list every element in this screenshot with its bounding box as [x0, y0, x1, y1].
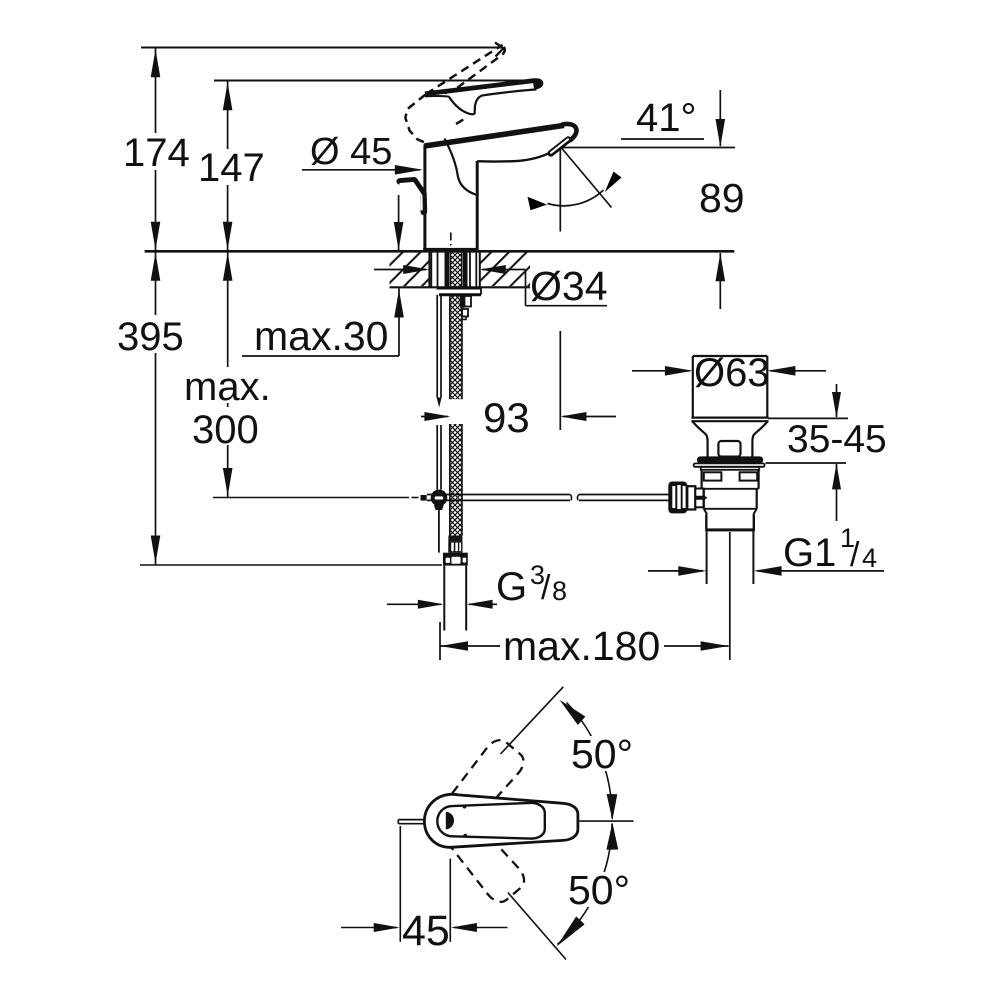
svg-text:/: / — [850, 536, 860, 574]
svg-text:395: 395 — [117, 315, 184, 359]
svg-text:8: 8 — [552, 576, 567, 606]
svg-text:max.180: max.180 — [503, 623, 660, 669]
svg-text:max.: max. — [184, 365, 271, 409]
svg-text:45: 45 — [402, 907, 450, 955]
svg-text:50°: 50° — [571, 731, 633, 777]
svg-text:174: 174 — [123, 131, 190, 175]
svg-text:Ø63: Ø63 — [694, 351, 770, 395]
svg-text:147: 147 — [198, 146, 265, 190]
svg-text:89: 89 — [699, 175, 745, 221]
svg-text:max.30: max.30 — [254, 313, 388, 359]
svg-text:/: / — [541, 569, 551, 607]
svg-text:41°: 41° — [636, 96, 697, 140]
svg-text:Ø34: Ø34 — [530, 263, 608, 309]
svg-text:G: G — [496, 565, 527, 609]
svg-text:Ø 45: Ø 45 — [310, 131, 392, 173]
svg-text:93: 93 — [483, 394, 530, 441]
svg-text:300: 300 — [192, 408, 259, 452]
svg-text:1: 1 — [840, 523, 855, 553]
svg-text:4: 4 — [862, 543, 877, 573]
svg-text:G1: G1 — [783, 531, 836, 575]
svg-text:50°: 50° — [568, 867, 630, 913]
svg-text:3: 3 — [530, 560, 545, 590]
svg-text:35-45: 35-45 — [787, 418, 887, 461]
